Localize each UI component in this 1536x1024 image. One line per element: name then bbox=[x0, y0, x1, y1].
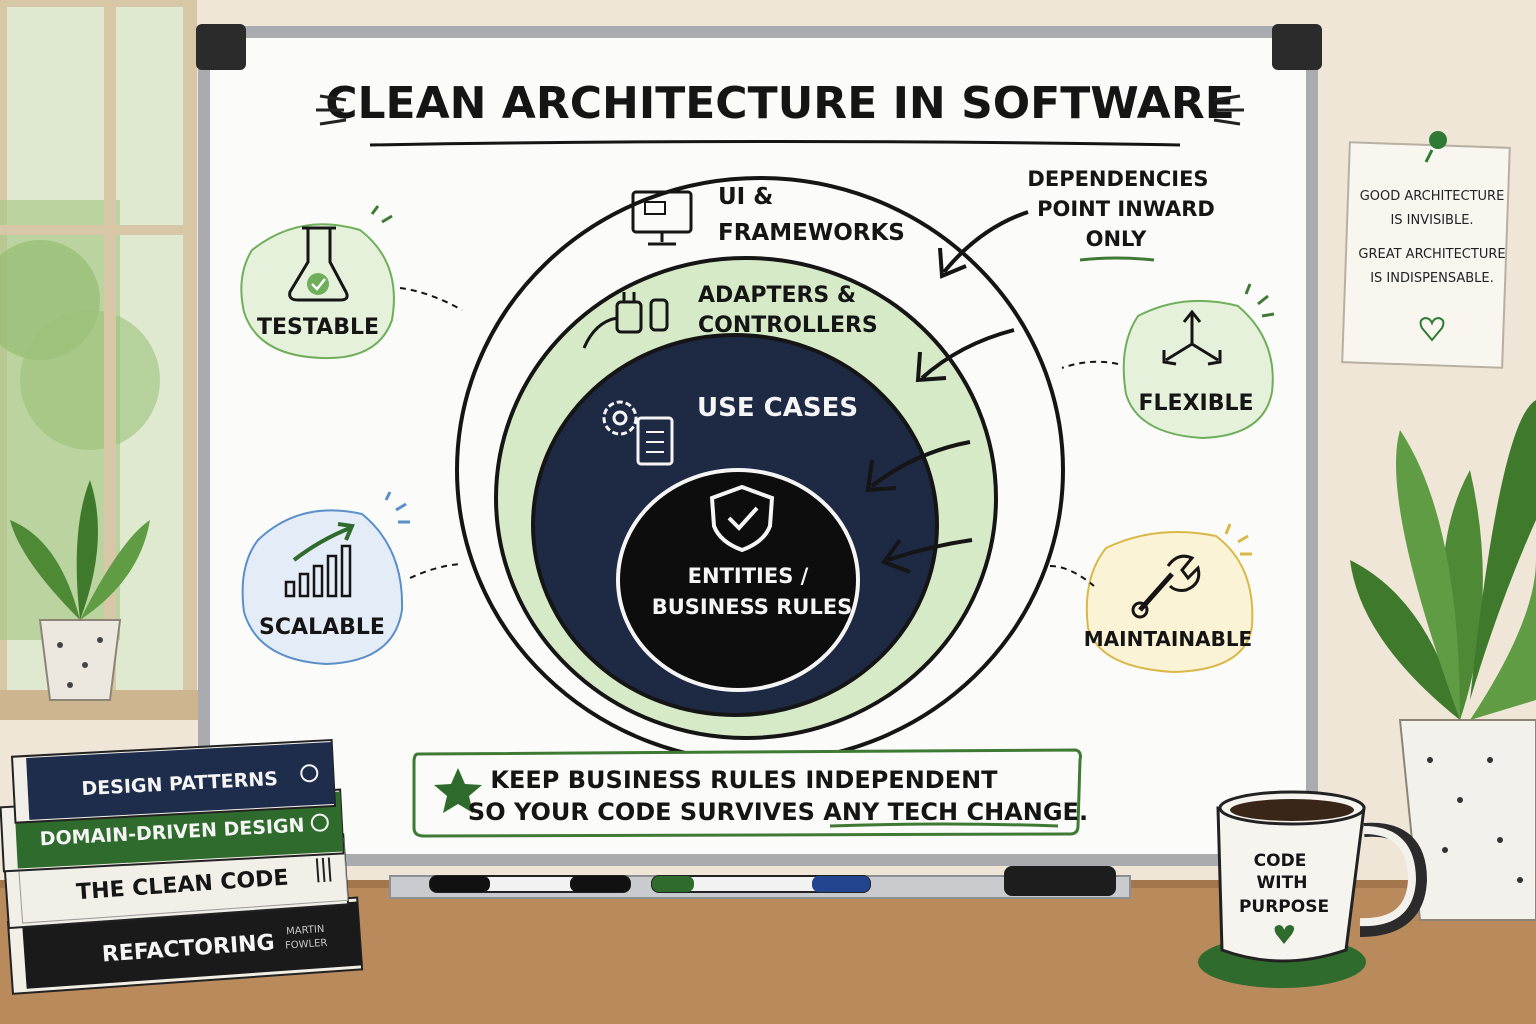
arrow-3 bbox=[870, 440, 971, 488]
quality-label-flexible: FLEXIBLE bbox=[1138, 391, 1253, 416]
architecture-diagram: UI & FRAMEWORKS ADAPTERS & CONTROLLERS U… bbox=[455, 176, 1065, 764]
flask-check-icon bbox=[288, 226, 349, 302]
arrow-2 bbox=[920, 328, 1015, 380]
dependency-note: DEPENDENCIES POINT INWARD ONLY bbox=[865, 167, 1215, 574]
mug-line-2: WITH bbox=[1257, 873, 1308, 893]
layer-entities-label-2: BUSINESS RULES bbox=[652, 595, 853, 619]
banner-line-1: KEEP BUSINESS RULES INDEPENDENT bbox=[490, 766, 998, 794]
monitor-icon bbox=[631, 190, 693, 246]
sticky-note: GOOD ARCHITECTURE IS INVISIBLE. GREAT AR… bbox=[1341, 131, 1511, 369]
board-title: CLEAN ARCHITECTURE IN SOFTWARE bbox=[325, 78, 1235, 129]
shield-check-icon bbox=[709, 484, 775, 553]
layer-entities bbox=[616, 468, 860, 692]
book-author-1: MARTIN bbox=[286, 924, 325, 938]
banner-line-2: SO YOUR CODE SURVIVES ANY TECH CHANGE. bbox=[468, 798, 1088, 826]
mug-line-1: CODE bbox=[1254, 851, 1307, 871]
growth-chart-icon bbox=[284, 522, 355, 598]
layer-adapters-label-2: CONTROLLERS bbox=[698, 313, 878, 338]
layer-ui-label-1: UI & bbox=[718, 184, 773, 210]
book-stack: REFACTORING MARTIN FOWLER THE CLEAN CODE… bbox=[0, 738, 364, 995]
gear-checklist-icon bbox=[602, 400, 674, 466]
sticky-line-3: GREAT ARCHITECTURE bbox=[1358, 247, 1505, 262]
three-arrows-icon bbox=[1162, 309, 1222, 366]
book-author-2: FOWLER bbox=[285, 938, 328, 952]
sticky-line-4: IS INDISPENSABLE. bbox=[1370, 271, 1494, 286]
arrow-4 bbox=[887, 538, 973, 562]
star-icon bbox=[434, 768, 482, 813]
principle-banner: KEEP BUSINESS RULES INDEPENDENT SO YOUR … bbox=[412, 748, 1088, 838]
right-plant bbox=[1350, 400, 1536, 921]
quality-label-scalable: SCALABLE bbox=[259, 615, 385, 640]
sticky-line-2: IS INVISIBLE. bbox=[1390, 213, 1473, 228]
eraser bbox=[1004, 866, 1116, 896]
dependency-line-3: ONLY bbox=[1086, 227, 1148, 251]
quality-testable: TESTABLE bbox=[240, 205, 463, 360]
layer-ui-label-2: FRAMEWORKS bbox=[718, 220, 905, 246]
dependency-line-1: DEPENDENCIES bbox=[1027, 167, 1208, 191]
quality-flexible: FLEXIBLE bbox=[1061, 283, 1275, 440]
coffee-mug: CODE WITH PURPOSE bbox=[1198, 790, 1428, 988]
pin-icon bbox=[1429, 131, 1447, 149]
layer-adapters-label-1: ADAPTERS & bbox=[698, 283, 856, 308]
window bbox=[0, 0, 200, 720]
dependency-line-2: POINT INWARD bbox=[1037, 197, 1215, 221]
plug-icon bbox=[582, 292, 669, 349]
wrench-icon bbox=[1131, 554, 1201, 619]
layer-use-cases-label: USE CASES bbox=[697, 393, 858, 423]
book-design-patterns: DESIGN PATTERNS bbox=[10, 738, 337, 824]
mug-heart-icon bbox=[1274, 925, 1295, 944]
layer-entities-label-1: ENTITIES / bbox=[688, 564, 809, 588]
sticky-line-1: GOOD ARCHITECTURE bbox=[1360, 189, 1505, 204]
quality-label-testable: TESTABLE bbox=[257, 315, 379, 340]
marker-tray bbox=[429, 866, 1116, 896]
heart-icon bbox=[1419, 316, 1445, 342]
left-plant bbox=[10, 480, 150, 701]
mug-line-3: PURPOSE bbox=[1239, 897, 1329, 917]
quality-maintainable: MAINTAINABLE bbox=[1049, 523, 1254, 674]
quality-label-maintainable: MAINTAINABLE bbox=[1084, 627, 1252, 651]
arrow-1 bbox=[942, 210, 1029, 274]
quality-scalable: SCALABLE bbox=[241, 491, 461, 666]
title-group: CLEAN ARCHITECTURE IN SOFTWARE bbox=[316, 78, 1244, 147]
